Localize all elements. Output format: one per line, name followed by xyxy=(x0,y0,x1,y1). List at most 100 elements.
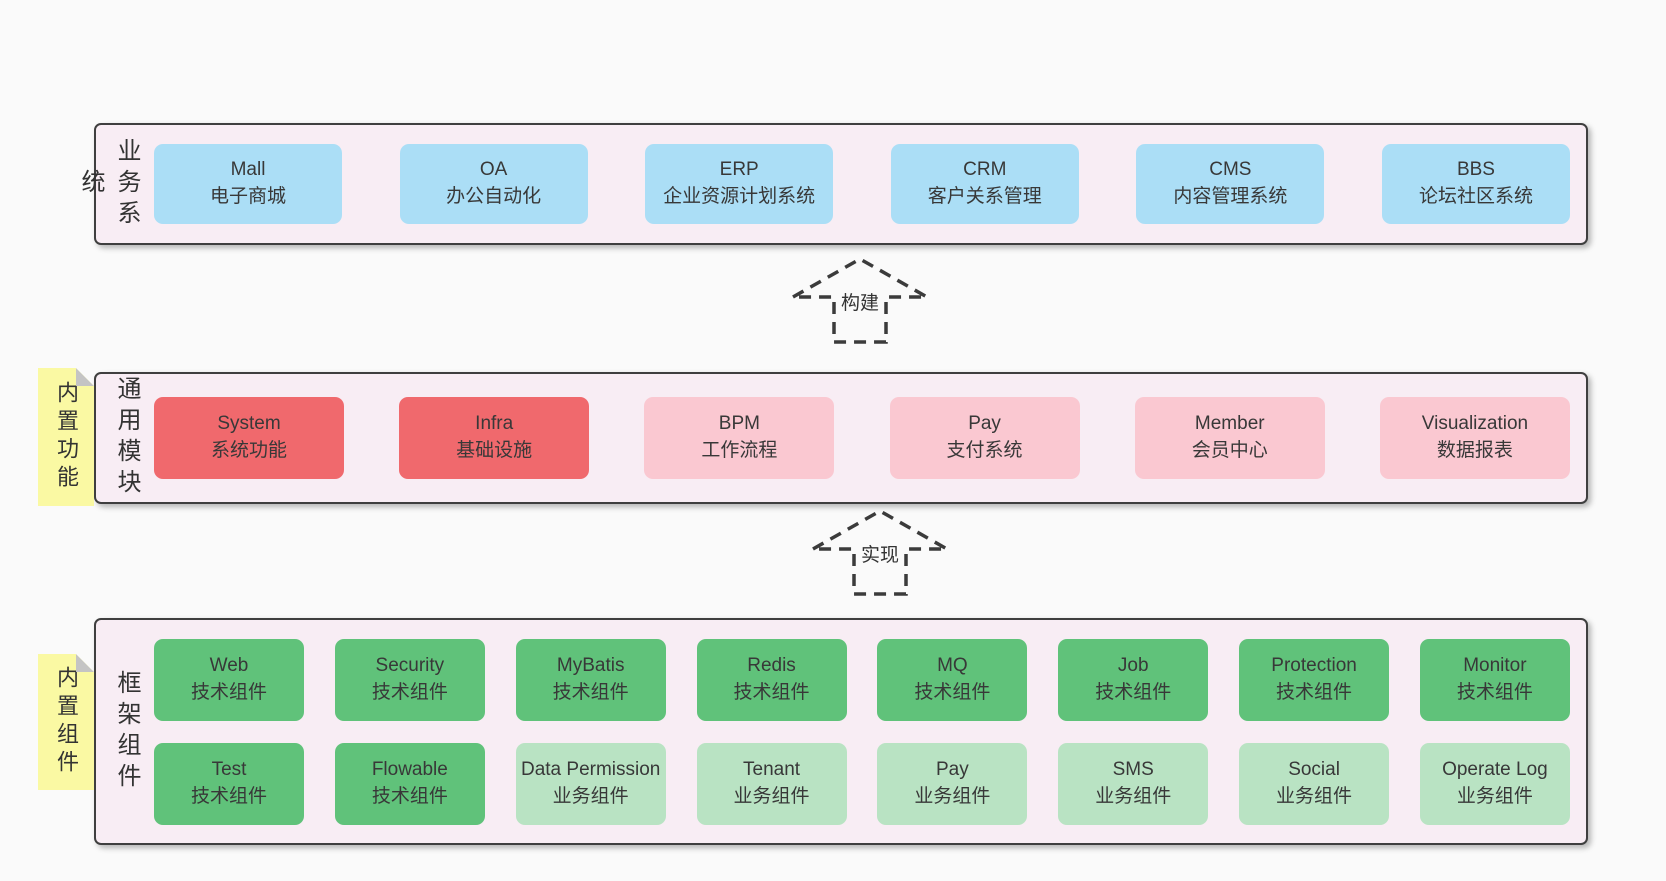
dashed-up-arrow-icon xyxy=(806,508,954,596)
box-subtitle: 技术组件 xyxy=(1456,681,1533,703)
box-subtitle: 企业资源计划系统 xyxy=(663,186,816,207)
box-visualization: Visualization 数据报表 xyxy=(1379,397,1570,479)
box-title: Protection xyxy=(1271,654,1357,676)
band-label-business-systems: 业务系统 xyxy=(77,137,140,231)
box-subtitle: 客户关系管理 xyxy=(927,186,1042,207)
box-title: ERP xyxy=(719,159,759,181)
sticky-note-builtin-components: 内置组件 xyxy=(38,654,94,790)
box-erp: ERP 企业资源计划系统 xyxy=(645,144,834,224)
box-subtitle: 技术组件 xyxy=(190,681,267,703)
box-monitor: Monitor 技术组件 xyxy=(1419,638,1570,721)
box-bbs: BBS 论坛社区系统 xyxy=(1381,144,1570,224)
box-title: Tenant xyxy=(743,758,801,780)
box-infra: Infra 基础设施 xyxy=(399,397,590,479)
box-test: Test 技术组件 xyxy=(154,742,304,825)
box-pay: Pay 业务组件 xyxy=(877,742,1028,825)
box-title: MQ xyxy=(937,654,968,676)
implement-arrow: 实现 xyxy=(805,506,955,598)
band-label-common-modules: 通用模块 xyxy=(113,376,140,500)
box-subtitle: 工作流程 xyxy=(701,440,778,461)
build-arrow-label: 构建 xyxy=(836,287,884,316)
implement-arrow-label: 实现 xyxy=(856,539,904,568)
box-title: Infra xyxy=(475,413,514,435)
box-bpm: BPM 工作流程 xyxy=(644,397,835,479)
box-title: BPM xyxy=(718,413,760,435)
box-title: Web xyxy=(209,654,249,676)
box-subtitle: 技术组件 xyxy=(733,681,810,703)
box-social: Social 业务组件 xyxy=(1239,742,1390,825)
note-fold-corner-icon xyxy=(76,654,94,672)
box-subtitle: 技术组件 xyxy=(371,681,448,703)
box-row: System 系统功能 Infra 基础设施 BPM 工作流程 Pay 支付系统 Member 会… xyxy=(154,397,1570,479)
box-subtitle: 业务组件 xyxy=(914,785,991,807)
box-subtitle: 业务组件 xyxy=(1276,785,1353,807)
box-member: Member 会员中心 xyxy=(1134,397,1325,479)
box-subtitle: 技术组件 xyxy=(914,681,991,703)
box-title: Flowable xyxy=(371,758,448,780)
box-title: Data Permission xyxy=(520,758,661,780)
box-crm: CRM 客户关系管理 xyxy=(890,144,1079,224)
band-rows: System 系统功能 Infra 基础设施 BPM 工作流程 Pay 支付系统 Member 会… xyxy=(144,374,1586,502)
box-title: Member xyxy=(1194,413,1265,435)
sticky-note-label: 内置功能 xyxy=(54,381,79,493)
sticky-note-builtin-features: 内置功能 xyxy=(38,368,94,506)
box-subtitle: 系统功能 xyxy=(210,440,287,461)
box-title: Social xyxy=(1288,758,1340,780)
build-arrow: 构建 xyxy=(785,254,935,346)
box-web: Web 技术组件 xyxy=(154,638,304,721)
box-title: SMS xyxy=(1112,758,1154,780)
box-subtitle: 技术组件 xyxy=(190,785,267,807)
box-subtitle: 技术组件 xyxy=(1276,681,1353,703)
box-subtitle: 业务组件 xyxy=(552,785,629,807)
box-title: Visualization xyxy=(1421,413,1529,435)
box-subtitle: 业务组件 xyxy=(1095,785,1172,807)
box-data-permission: Data Permission 业务组件 xyxy=(515,742,666,825)
box-protection: Protection 技术组件 xyxy=(1239,638,1390,721)
note-fold-corner-icon xyxy=(76,368,94,386)
box-title: MyBatis xyxy=(556,654,625,676)
box-title: System xyxy=(217,413,281,435)
box-subtitle: 技术组件 xyxy=(552,681,629,703)
band-label-framework-components: 框架组件 xyxy=(113,669,140,794)
box-title: Test xyxy=(211,758,247,780)
box-tenant: Tenant 业务组件 xyxy=(696,742,847,825)
box-mybatis: MyBatis 技术组件 xyxy=(515,638,666,721)
box-subtitle: 业务组件 xyxy=(733,785,810,807)
box-title: BBS xyxy=(1456,159,1495,181)
box-title: CMS xyxy=(1209,159,1252,181)
box-sms: SMS 业务组件 xyxy=(1058,742,1209,825)
box-subtitle: 论坛社区系统 xyxy=(1418,186,1533,207)
box-flowable: Flowable 技术组件 xyxy=(334,742,485,825)
box-subtitle: 电子商城 xyxy=(209,186,286,207)
box-title: Monitor xyxy=(1463,654,1527,676)
dashed-up-arrow-icon xyxy=(786,256,934,344)
box-redis: Redis 技术组件 xyxy=(696,638,847,721)
box-subtitle: 基础设施 xyxy=(456,440,533,461)
box-title: Redis xyxy=(747,654,796,676)
box-subtitle: 支付系统 xyxy=(946,440,1023,461)
box-subtitle: 数据报表 xyxy=(1436,440,1513,461)
box-title: Pay xyxy=(936,758,969,780)
box-system: System 系统功能 xyxy=(154,397,344,479)
sticky-note-label: 内置组件 xyxy=(54,666,79,778)
box-subtitle: 技术组件 xyxy=(371,785,448,807)
box-title: CRM xyxy=(963,159,1007,181)
box-pay: Pay 支付系统 xyxy=(889,397,1080,479)
band-common-modules: 通用模块 System 系统功能 Infra 基础设施 BPM 工作流程 Pay 支付系统 Me… xyxy=(94,372,1588,504)
box-title: Pay xyxy=(968,413,1001,435)
box-subtitle: 办公自动化 xyxy=(446,186,542,207)
box-subtitle: 会员中心 xyxy=(1191,440,1268,461)
